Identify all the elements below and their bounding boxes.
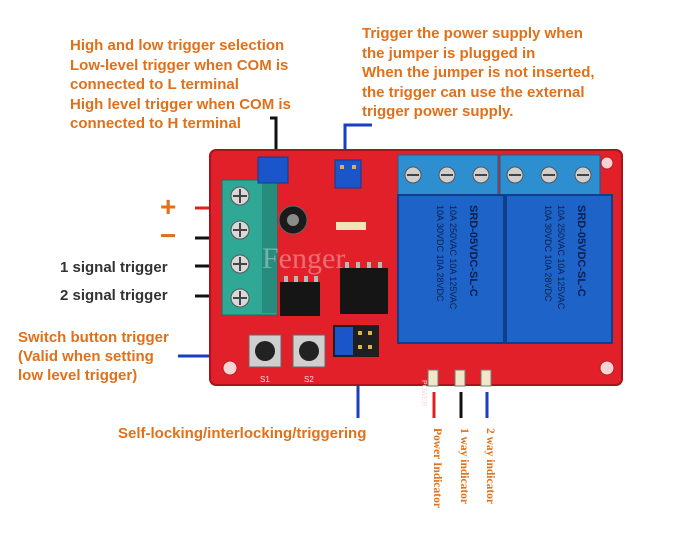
- plus-label: +: [160, 191, 177, 222]
- jumper-power-line-4: the trigger can use the external: [362, 83, 585, 101]
- trigger-selection-line-5: connected to H terminal: [70, 115, 241, 132]
- relay-2-model: SRD-05VDC-SL-C: [575, 205, 587, 297]
- trigger-selection-line-1: High and low trigger selection: [70, 37, 285, 54]
- jumper-power-line-5: trigger power supply.: [362, 103, 514, 120]
- output-terminal-blocks: [397, 154, 601, 196]
- silk-s1: S1: [260, 375, 270, 384]
- self-locking-label: Self-locking/interlocking/triggering: [118, 425, 367, 442]
- ic-chips: [280, 268, 388, 316]
- resistor: [336, 222, 366, 230]
- relay-1-rating-a: 10A 250VAC 10A 125VAC: [448, 205, 458, 310]
- relay-1-rating-b: 10A 30VDC 10A 28VDC: [435, 205, 445, 302]
- indicator-leds: [427, 369, 492, 387]
- silk-s2: S2: [304, 375, 314, 384]
- mounting-holes: [222, 156, 615, 376]
- trigger-selection-line-2: Low-level trigger when COM is: [70, 56, 289, 74]
- watermark: Fenger: [262, 242, 345, 275]
- relay-1-model: SRD-05VDC-SL-C: [467, 205, 479, 297]
- switch-button-line-3: low level trigger): [18, 367, 138, 384]
- trigger-selection-note: High and low trigger selection Low-level…: [70, 36, 291, 134]
- power-jumper: [334, 159, 362, 189]
- relay-2-rating-a: 10A 250VAC 10A 125VAC: [556, 205, 566, 310]
- jumper-power-line-3: When the jumper is not inserted,: [362, 64, 595, 81]
- minus-label: −: [160, 220, 177, 251]
- jumper-power-line-1: Trigger the power supply when: [362, 25, 583, 42]
- silk-power: POWER: [420, 380, 427, 406]
- jumper-power-note: Trigger the power supply when the jumper…: [362, 24, 595, 122]
- relay-2-rating-b: 10A 30VDC 10A 28VDC: [543, 205, 553, 302]
- trigger-select-jumper: [257, 156, 289, 184]
- jumper-power-line-2: the jumper is plugged in: [362, 44, 536, 62]
- trigger-select-wire: [270, 116, 278, 160]
- trigger-selection-line-4: High level trigger when COM is: [70, 95, 291, 113]
- relay-1: SRD-05VDC-SL-C 10A 250VAC 10A 125VAC 10A…: [397, 194, 505, 344]
- capacitor: [278, 205, 308, 235]
- push-buttons: [248, 334, 326, 368]
- switch-button-note: Switch button trigger (Valid when settin…: [18, 328, 169, 385]
- switch-button-line-2: (Valid when setting: [18, 348, 154, 365]
- trigger-selection-line-3: connected to L terminal: [70, 76, 239, 93]
- input-terminal-block: [221, 179, 278, 316]
- signal2-label: 2 signal trigger: [60, 287, 168, 304]
- switch-button-line-1: Switch button trigger: [18, 329, 169, 346]
- relay-2: SRD-05VDC-SL-C 10A 250VAC 10A 125VAC 10A…: [505, 194, 613, 344]
- signal1-label: 1 signal trigger: [60, 259, 168, 276]
